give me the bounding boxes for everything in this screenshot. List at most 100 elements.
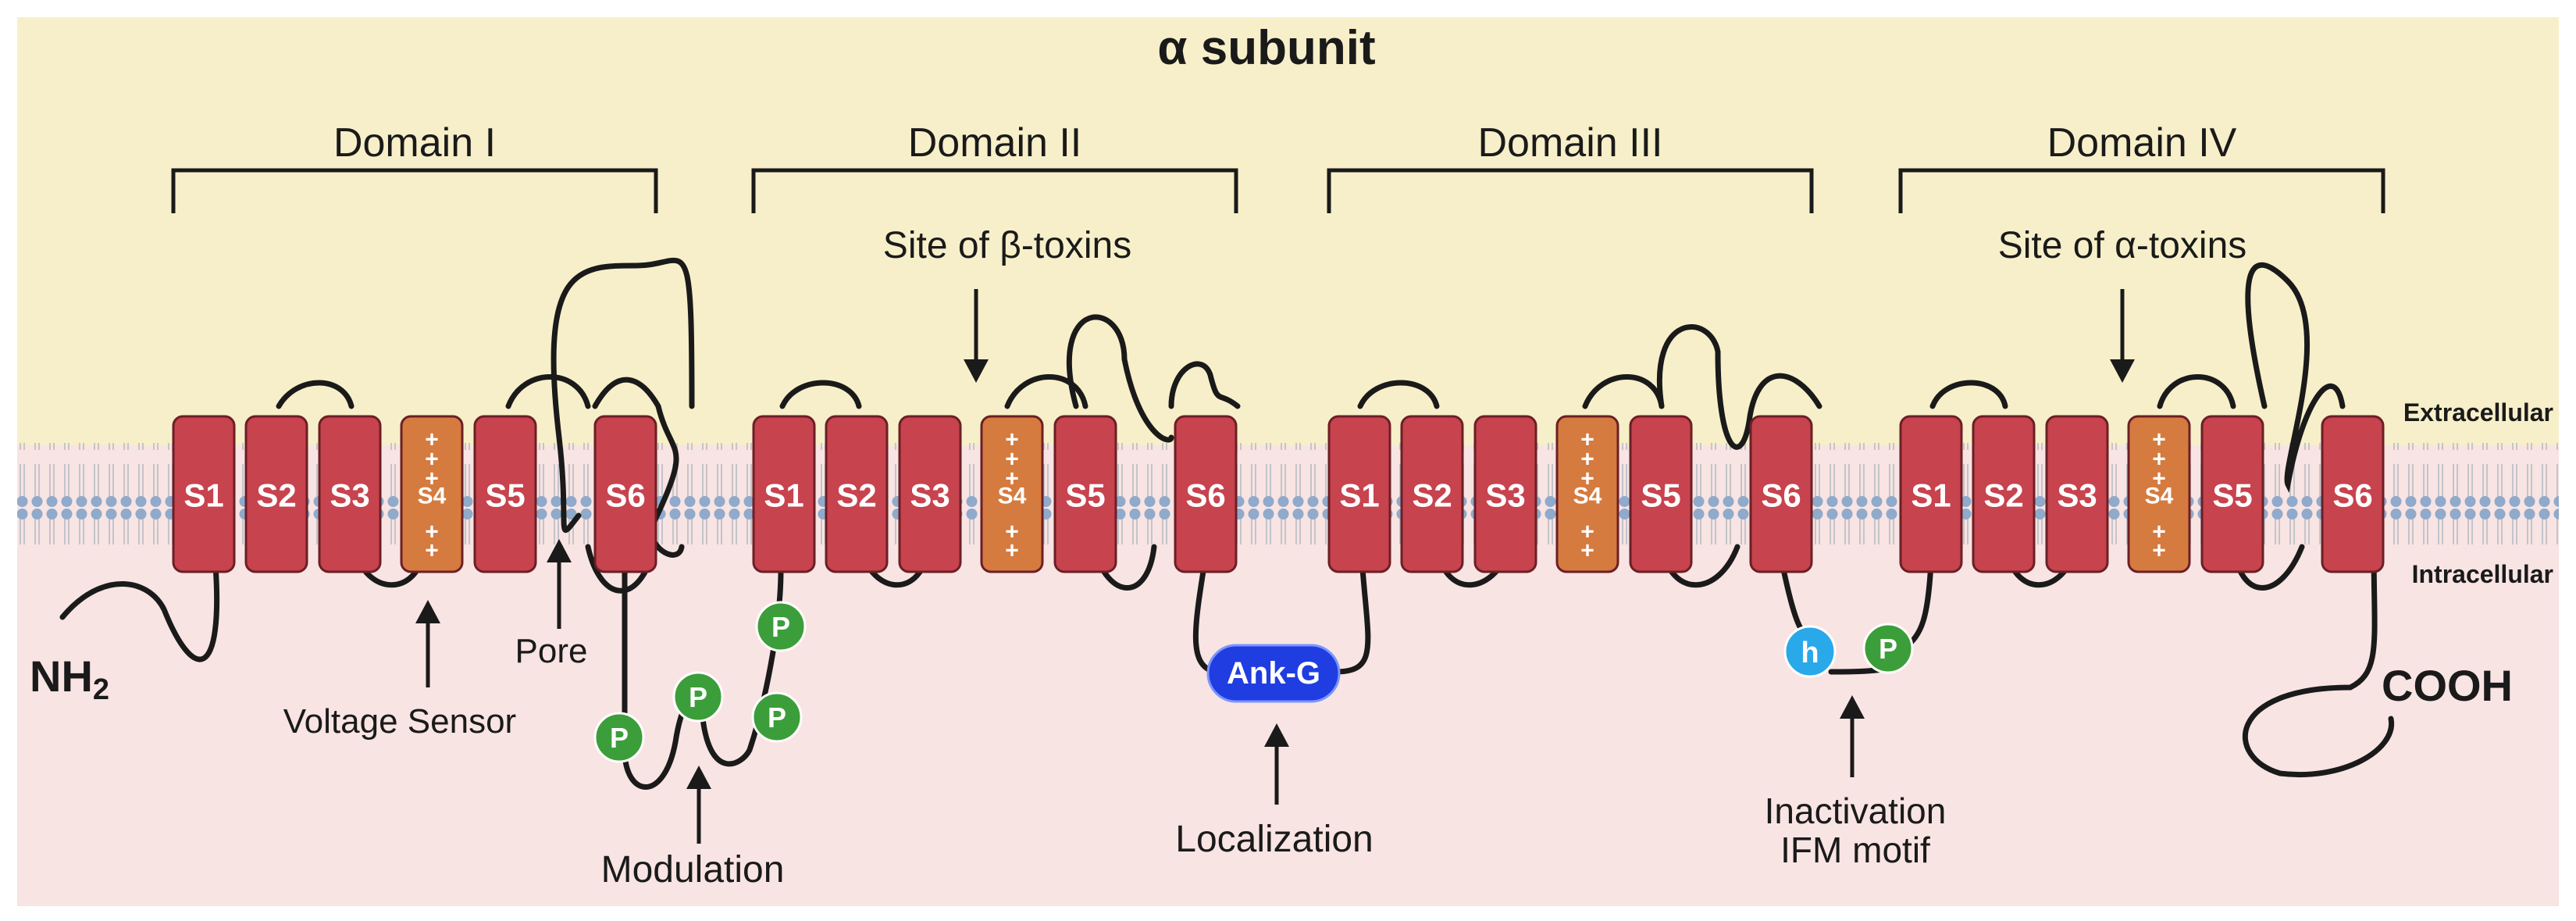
ifm-motif-label: IFM motif xyxy=(1780,830,1930,870)
svg-text:+: + xyxy=(425,519,439,545)
svg-text:P: P xyxy=(768,701,786,734)
voltage-sensor-label: Voltage Sensor xyxy=(283,702,516,741)
domain-1-segment-s6: S6 xyxy=(593,415,657,573)
domain-4-segment-s3: S3 xyxy=(2045,415,2109,573)
svg-text:S3: S3 xyxy=(2057,477,2097,514)
domain-bracket-1 xyxy=(171,168,658,213)
localization-arrow xyxy=(1264,723,1289,805)
domain-2-segment-s1: S1 xyxy=(752,415,816,573)
diagram-title: α subunit xyxy=(1157,21,1375,75)
svg-text:+: + xyxy=(2152,427,2166,453)
phosphorylation-badge-3: P xyxy=(751,691,803,743)
svg-text:S4: S4 xyxy=(1573,484,1602,509)
domain-4-segment-s2: S2 xyxy=(1972,415,2036,573)
svg-text:+: + xyxy=(1005,466,1019,492)
phosphorylation-badge-2: P xyxy=(672,671,724,723)
hydrophobic-h-badge: h xyxy=(1783,625,1837,678)
domain-3-segment-s1: S1 xyxy=(1327,415,1391,573)
modulation-arrow xyxy=(686,766,711,844)
svg-text:h: h xyxy=(1801,637,1819,669)
domain-1-segment-s2: S2 xyxy=(244,415,308,573)
pore-label: Pore xyxy=(515,632,588,670)
svg-text:S6: S6 xyxy=(2332,477,2372,514)
svg-text:S4: S4 xyxy=(998,484,1027,509)
localization-label: Localization xyxy=(1175,819,1374,860)
voltage-sensor-arrow xyxy=(415,600,440,687)
svg-text:+: + xyxy=(1580,519,1594,545)
svg-text:P: P xyxy=(771,611,790,643)
domain-1-segment-s1: S1 xyxy=(172,415,236,573)
svg-text:Ank-G: Ank-G xyxy=(1227,656,1320,691)
inactivation-label: Inactivation xyxy=(1765,791,1947,831)
domain-bracket-4 xyxy=(1898,168,2385,213)
domain-1-segment-s4: S4+++++ xyxy=(400,415,464,573)
phosphorylation-badge-1: P xyxy=(755,601,807,652)
svg-text:+: + xyxy=(1005,519,1019,545)
domain-label-4: Domain IV xyxy=(2047,120,2237,166)
c-terminus-label: COOH xyxy=(2382,661,2513,710)
svg-text:+: + xyxy=(425,427,439,453)
svg-text:S2: S2 xyxy=(836,477,876,514)
chain-loop-2 xyxy=(276,374,657,594)
chain-loop-10 xyxy=(1657,324,1822,450)
domain-2-segment-s4: S4+++++ xyxy=(980,415,1044,573)
domain-3-segment-s5: S5 xyxy=(1629,415,1693,573)
svg-text:+: + xyxy=(425,447,439,473)
svg-text:+: + xyxy=(2152,447,2166,473)
domain-4-segment-s6: S6 xyxy=(2321,415,2385,573)
inactivation-arrow xyxy=(1840,695,1865,777)
chain-loop-4 xyxy=(592,377,685,558)
svg-text:+: + xyxy=(1580,447,1594,473)
alpha-toxin-site-label: Site of α-toxins xyxy=(1998,225,2247,266)
svg-text:+: + xyxy=(1005,538,1019,564)
domain-4-segment-s5: S5 xyxy=(2200,415,2264,573)
domain-2-segment-s6: S6 xyxy=(1174,415,1238,573)
chain-loop-3 xyxy=(550,257,695,534)
svg-text:S4: S4 xyxy=(418,484,447,509)
chain-loop-1 xyxy=(59,544,220,662)
svg-text:+: + xyxy=(2152,538,2166,564)
svg-text:S1: S1 xyxy=(183,477,223,514)
svg-text:S5: S5 xyxy=(485,477,525,514)
domain-2-segment-s3: S3 xyxy=(898,415,962,573)
svg-text:+: + xyxy=(1580,466,1594,492)
chain-loop-7 xyxy=(1066,314,1241,443)
svg-text:S5: S5 xyxy=(1065,477,1105,514)
svg-text:S6: S6 xyxy=(1761,477,1801,514)
svg-text:P: P xyxy=(610,722,629,754)
beta-toxin-site-label: Site of β-toxins xyxy=(883,225,1131,266)
beta-toxin-arrow xyxy=(964,289,989,383)
domain-label-3: Domain III xyxy=(1478,120,1663,166)
annotation-arrows xyxy=(415,289,2135,844)
alpha-toxin-arrow xyxy=(2110,289,2135,383)
domain-2-segment-s2: S2 xyxy=(825,415,889,573)
svg-text:+: + xyxy=(1005,427,1019,453)
phosphorylation-badge-4: P xyxy=(593,712,645,763)
svg-text:S2: S2 xyxy=(1412,477,1452,514)
svg-text:+: + xyxy=(425,538,439,564)
pore-arrow xyxy=(547,539,572,629)
svg-text:S3: S3 xyxy=(330,477,369,514)
domain-3-segment-s4: S4+++++ xyxy=(1555,415,1619,573)
ankyrin-g-badge: Ank-G xyxy=(1206,644,1341,703)
svg-text:+: + xyxy=(2152,466,2166,492)
svg-text:S6: S6 xyxy=(1185,477,1225,514)
svg-text:+: + xyxy=(1580,427,1594,453)
chain-loop-14 xyxy=(2242,544,2395,777)
svg-text:+: + xyxy=(1005,447,1019,473)
svg-text:P: P xyxy=(689,681,707,713)
svg-text:S3: S3 xyxy=(1485,477,1525,514)
svg-text:S3: S3 xyxy=(910,477,950,514)
domain-label-2: Domain II xyxy=(908,120,1082,166)
domain-3-segment-s6: S6 xyxy=(1749,415,1813,573)
svg-text:S1: S1 xyxy=(764,477,803,514)
extracellular-region xyxy=(17,17,2559,445)
svg-text:P: P xyxy=(1879,633,1897,665)
modulation-label: Modulation xyxy=(601,849,785,891)
chain-loop-6 xyxy=(779,374,1157,591)
domain-bracket-3 xyxy=(1327,168,1814,213)
